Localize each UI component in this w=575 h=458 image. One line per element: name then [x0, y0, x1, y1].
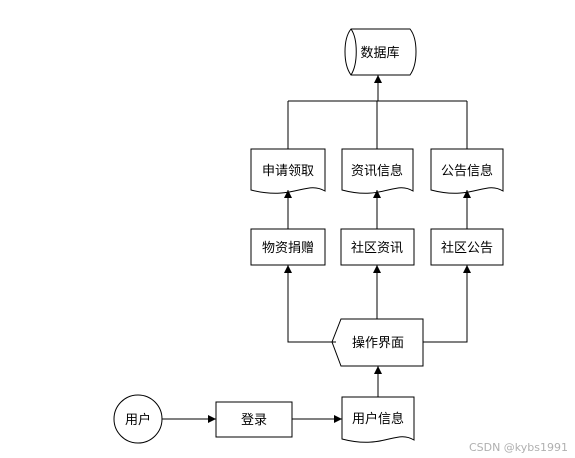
community-announcement-label: 社区公告 [441, 240, 493, 256]
user-node: 用户 [113, 394, 163, 444]
community-announcement-node: 社区公告 [430, 228, 504, 266]
community-news-label: 社区资讯 [351, 240, 403, 256]
apply-receive-label: 申请领取 [262, 164, 314, 179]
donation-node: 物资捐赠 [250, 228, 326, 266]
user-label: 用户 [125, 412, 151, 428]
user-info-label: 用户信息 [352, 411, 404, 427]
donation-label: 物资捐赠 [262, 241, 314, 256]
login-label: 登录 [241, 413, 267, 428]
user-info-node: 用户信息 [341, 396, 415, 443]
announcement-info-label: 公告信息 [441, 163, 493, 179]
edge-operation-ui-to-donation [284, 265, 336, 343]
watermark: CSDN @kybs1991 [469, 441, 568, 454]
announcement-info-node: 公告信息 [430, 148, 504, 194]
apply-receive-node: 申请领取 [250, 148, 326, 194]
edge-operation-ui-to-community-announcement [423, 265, 471, 343]
community-news-node: 社区资讯 [340, 228, 415, 266]
database-node: 数据库 [344, 28, 417, 76]
operation-ui-node: 操作界面 [331, 318, 424, 367]
login-node: 登录 [215, 401, 293, 438]
operation-ui-label: 操作界面 [352, 335, 404, 351]
database-label: 数据库 [360, 45, 399, 61]
info-news-node: 资讯信息 [341, 148, 414, 194]
info-news-label: 资讯信息 [351, 163, 403, 179]
